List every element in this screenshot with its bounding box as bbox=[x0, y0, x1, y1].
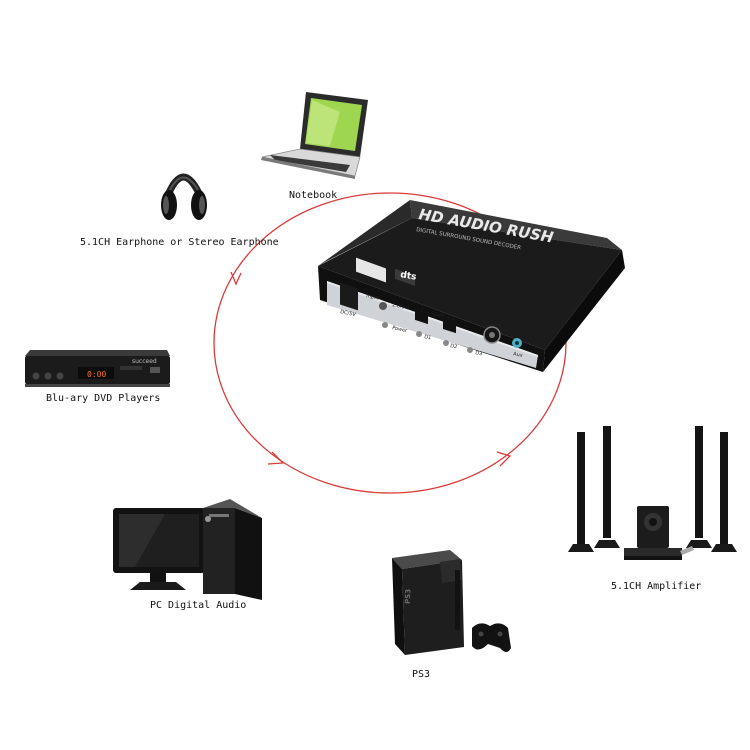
earphone-label: 5.1CH Earphone or Stereo Earphone bbox=[80, 237, 279, 248]
bluray-label: Blu-ary DVD Players bbox=[46, 393, 161, 404]
port-label-d3: D3 bbox=[475, 350, 483, 357]
port-label-aux: Aux bbox=[513, 351, 524, 359]
connection-loop bbox=[213, 192, 567, 494]
pc-illustration bbox=[113, 499, 262, 600]
decoder-device bbox=[318, 200, 625, 372]
port-label-dc: DC/5V bbox=[340, 309, 357, 318]
loop-arrow-left bbox=[230, 271, 242, 286]
port-label-d2: D2 bbox=[450, 343, 458, 350]
bluray-display-text: 0:00 bbox=[87, 370, 106, 379]
decoder-logo-text: dts bbox=[399, 270, 417, 283]
amplifier-label: 5.1CH Amplifier bbox=[611, 581, 702, 592]
port-label-input: Input bbox=[366, 293, 380, 302]
ps3-illustration bbox=[392, 550, 511, 655]
loop-arrow-bottom-right bbox=[496, 451, 512, 467]
amplifier-speakers-illustration bbox=[568, 426, 737, 560]
pc-label: PC Digital Audio bbox=[150, 600, 247, 611]
bluray-brand-text: succeed bbox=[132, 358, 157, 365]
port-label-mode: 2.0/5.1 bbox=[392, 302, 410, 312]
notebook-label: Notebook bbox=[289, 190, 338, 201]
ps3-console-mark: PS3 bbox=[404, 589, 413, 604]
port-label-power: Power bbox=[392, 325, 409, 334]
port-label-d1: D1 bbox=[424, 334, 432, 341]
ps3-label: PS3 bbox=[412, 669, 431, 680]
notebook-illustration bbox=[261, 92, 368, 179]
earphone-illustration bbox=[161, 173, 207, 220]
bluray-player-illustration bbox=[25, 350, 170, 387]
loop-arrow-bottom-left bbox=[267, 451, 285, 465]
port-label-coaxial: Coaxial bbox=[481, 320, 500, 330]
